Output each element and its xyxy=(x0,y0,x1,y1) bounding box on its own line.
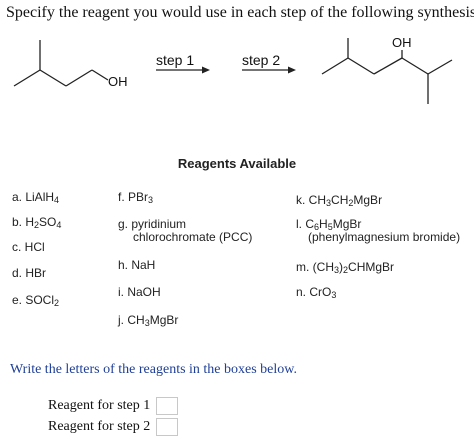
reagent-a: a. LiAlH4 xyxy=(12,190,60,205)
reagent-l-line2: (phenylmagnesium bromide) xyxy=(308,230,461,244)
instruction-text: Write the letters of the reagents in the… xyxy=(10,362,297,377)
answer-input-step2[interactable] xyxy=(156,418,178,436)
answer-row-step2: Reagent for step 2 xyxy=(48,416,178,438)
step2-arrowhead xyxy=(288,66,296,74)
reagent-b: b. H2SO4 xyxy=(12,215,62,230)
reagent-m: m. (CH3)2CHMgBr xyxy=(296,260,395,275)
reagents-title: Reagents Available xyxy=(177,156,297,171)
question-text: Specify the reagent you would use in eac… xyxy=(6,4,474,21)
answer-input-step1[interactable] xyxy=(156,397,178,415)
reagent-l: l. C6H5MgBr (phenylmagnesium bromide) xyxy=(296,218,460,244)
reagent-d: d. HBr xyxy=(12,266,47,280)
starting-material-structure xyxy=(13,40,109,87)
reagent-g-line2: chlorochromate (PCC) xyxy=(133,230,253,244)
reagent-g: g. pyridinium chlorochromate (PCC) xyxy=(118,218,252,244)
reagent-h: h. NaH xyxy=(118,258,156,272)
reagent-f: f. PBr3 xyxy=(118,190,154,205)
reagent-l-line1: l. C6H5MgBr xyxy=(296,217,362,232)
reaction-scheme xyxy=(13,38,453,104)
answer-label-step1: Reagent for step 1 xyxy=(48,398,151,413)
answer-row-step1: Reagent for step 1 xyxy=(48,395,178,417)
product-oh-label: OH xyxy=(392,35,412,50)
reagent-n: n. CrO3 xyxy=(296,285,337,300)
product-structure xyxy=(321,38,453,104)
reagent-c: c. HCl xyxy=(12,240,45,254)
reagent-i: i. NaOH xyxy=(118,285,161,299)
step2-label: step 2 xyxy=(242,52,281,68)
answer-label-step2: Reagent for step 2 xyxy=(48,419,151,434)
reagent-k: k. CH3CH2MgBr xyxy=(296,193,383,208)
reagent-g-line1: g. pyridinium xyxy=(118,217,187,231)
step1-label: step 1 xyxy=(156,52,195,68)
step1-arrowhead xyxy=(202,66,210,74)
start-oh-label: OH xyxy=(108,74,128,89)
reagent-e: e. SOCl2 xyxy=(12,293,60,308)
reagent-j: j. CH3MgBr xyxy=(118,313,179,328)
